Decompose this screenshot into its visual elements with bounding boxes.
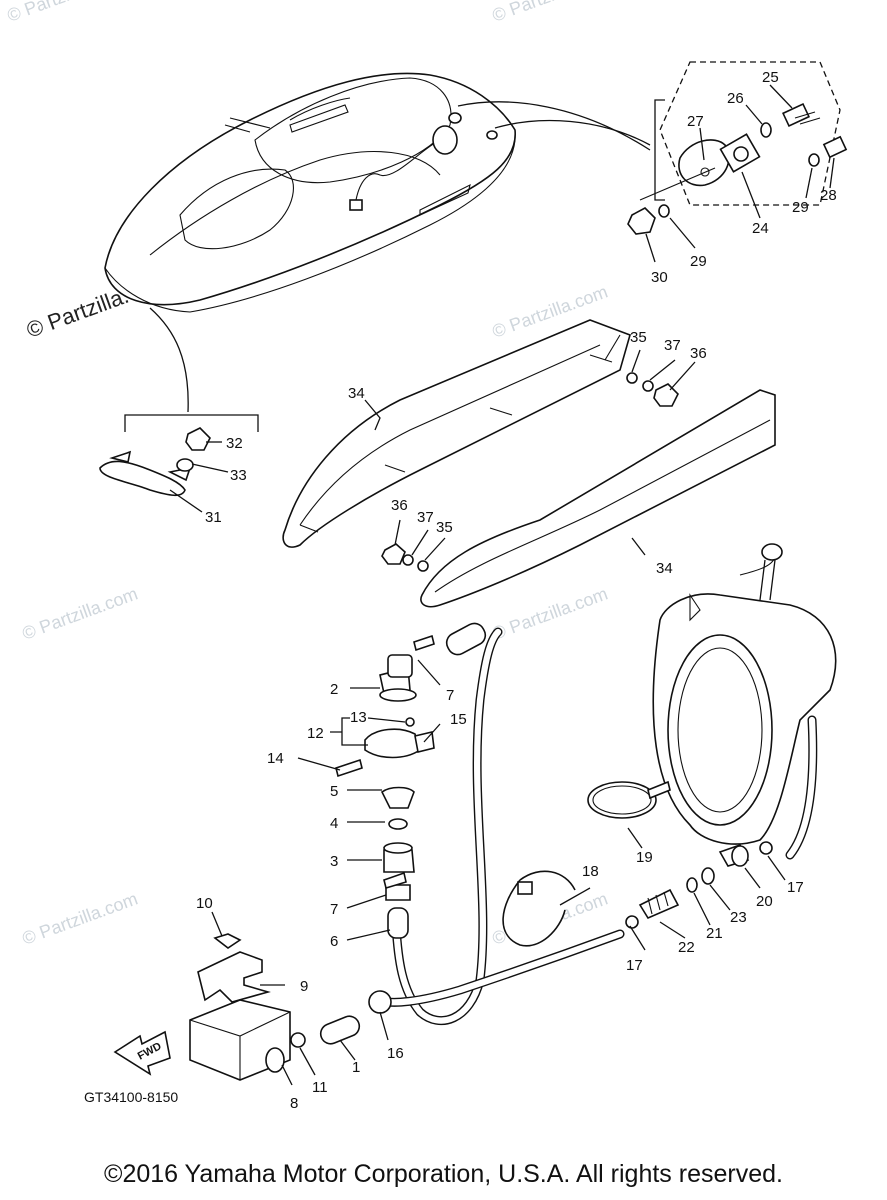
- callout-9: 9: [300, 978, 308, 995]
- watermark: © Partzilla.com: [20, 583, 141, 643]
- callout-16: 16: [387, 1045, 404, 1062]
- callout-2: 2: [330, 681, 338, 698]
- leader-lines: [169, 84, 835, 1086]
- callout-6: 6: [330, 933, 338, 950]
- callout-33: 33: [230, 467, 247, 484]
- callout-19: 19: [636, 849, 653, 866]
- callout-31: 31: [205, 509, 222, 526]
- callout-37-upper: 37: [664, 337, 681, 354]
- callout-23: 23: [730, 909, 747, 926]
- jet-pump-housing: [652, 543, 837, 860]
- diagram-code: GT34100-8150: [84, 1089, 178, 1105]
- callout-29-right: 29: [792, 199, 809, 216]
- callout-22: 22: [678, 939, 695, 956]
- callout-1: 1: [352, 1059, 360, 1076]
- intake-ducts: [282, 319, 776, 608]
- bracket-assembly: [99, 414, 259, 497]
- callout-5: 5: [330, 783, 338, 800]
- callout-36-upper: 36: [690, 345, 707, 362]
- callout-26: 26: [727, 90, 744, 107]
- callout-18: 18: [582, 863, 599, 880]
- top-right-assembly: [627, 61, 848, 235]
- watercraft-illustration: [104, 72, 651, 413]
- callout-35-lower: 35: [436, 519, 453, 536]
- duct-bolts: [299, 354, 613, 533]
- copyright-notice: ©2016 Yamaha Motor Corporation, U.S.A. A…: [104, 1160, 783, 1188]
- watermark: © Partzilla.com: [20, 888, 141, 948]
- callout-28: 28: [820, 187, 837, 204]
- callout-10: 10: [196, 895, 213, 912]
- callout-13: 13: [350, 709, 367, 726]
- callout-20: 20: [756, 893, 773, 910]
- main-hose: [319, 622, 625, 1045]
- callout-3: 3: [330, 853, 338, 870]
- callout-8: 8: [290, 1095, 298, 1112]
- callout-36-lower: 36: [391, 497, 408, 514]
- callout-17-right: 17: [787, 879, 804, 896]
- callout-37-lower: 37: [417, 509, 434, 526]
- callout-15: 15: [450, 711, 467, 728]
- callout-7-lower: 7: [330, 901, 338, 918]
- watermark: © Partzilla.com: [5, 0, 126, 26]
- callout-35-upper: 35: [630, 329, 647, 346]
- watermark: © Partzilla.com: [490, 583, 611, 643]
- watermark: © Partzilla.com: [490, 0, 611, 26]
- clamps-and-fittings: [290, 634, 773, 1048]
- lower-left-parts: FWD: [113, 933, 291, 1081]
- callout-17-lower: 17: [626, 957, 643, 974]
- callout-labels: 1 2 3 4 5 6 7 7 8 9 10 11 12 13 14 15 16…: [196, 69, 837, 1112]
- callout-34-upper: 34: [348, 385, 365, 402]
- callout-11: 11: [312, 1079, 328, 1096]
- callout-7-upper: 7: [446, 687, 454, 704]
- callout-14: 14: [267, 750, 284, 767]
- callout-34-lower: 34: [656, 560, 673, 577]
- callout-24: 24: [752, 220, 769, 237]
- callout-25: 25: [762, 69, 779, 86]
- callout-27: 27: [687, 113, 704, 130]
- callout-29-left: 29: [690, 253, 707, 270]
- callout-4: 4: [330, 815, 338, 832]
- callout-30: 30: [651, 269, 668, 286]
- callout-32: 32: [226, 435, 243, 452]
- callout-21: 21: [706, 925, 723, 942]
- callout-12: 12: [307, 725, 324, 742]
